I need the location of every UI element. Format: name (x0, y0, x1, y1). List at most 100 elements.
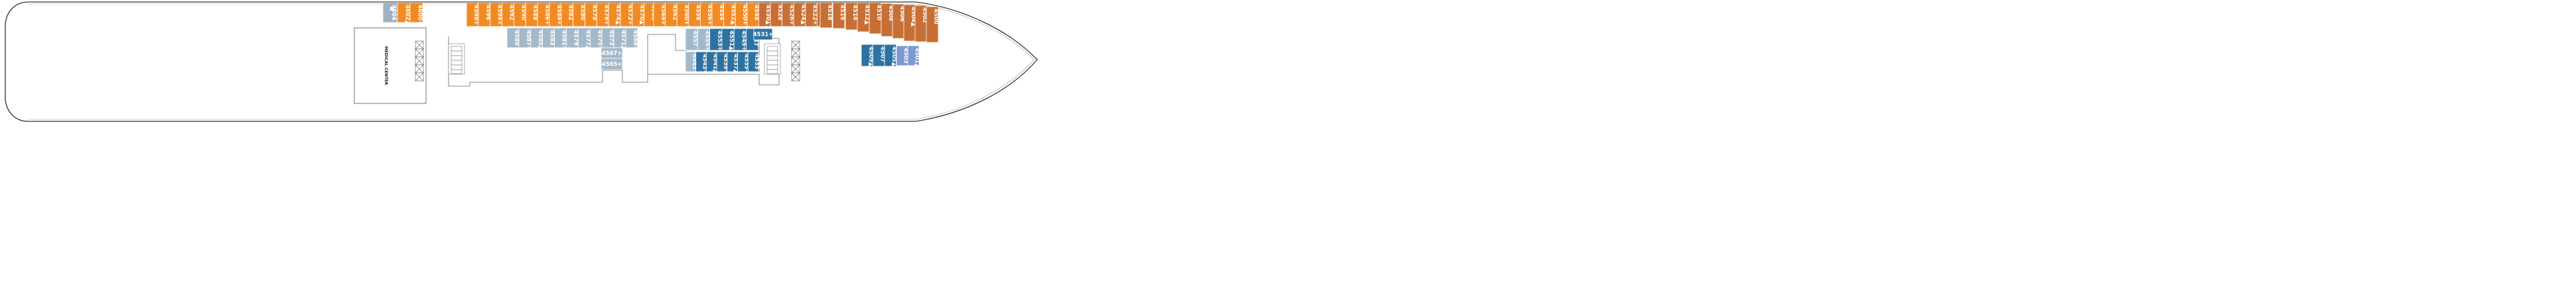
cabin-4594[interactable]: 4594+ (490, 2, 503, 27)
cabin-tile[interactable] (747, 51, 759, 72)
cabin-number: 4576+ (603, 5, 609, 25)
cabin-tile[interactable] (625, 27, 638, 48)
cabin-number: 4579 (572, 30, 579, 46)
cabin-number: 4501▲ (914, 48, 920, 68)
cabin-4577[interactable]: 4577▲ (578, 27, 591, 50)
cabin-4592[interactable]: 4592 (502, 2, 515, 27)
cabin-4531[interactable]: 4531+ (753, 28, 774, 40)
cabin-4530[interactable]: 4530▲ (758, 2, 771, 27)
cabin-number: 4598+ (472, 5, 479, 25)
cabin-4578[interactable]: 4578 (585, 2, 598, 27)
cabin-tile[interactable] (753, 28, 773, 40)
cabin-4549[interactable]: 4549+ (733, 28, 747, 51)
cabin-number: 4570▲ (638, 5, 645, 25)
cabin-4583[interactable]: 4583 (542, 27, 555, 48)
cabin-4535[interactable]: 4535+ (737, 51, 750, 74)
cabin-tile[interactable] (884, 44, 896, 67)
cabin-4575[interactable]: 4575+ (589, 27, 603, 50)
cabin-4537[interactable]: 4537▲ (727, 51, 739, 74)
cabin-4541[interactable]: 4541▲ (706, 51, 718, 74)
cabin-number: 4508 (887, 5, 894, 21)
cabin-4553[interactable]: 4553+ (709, 28, 723, 51)
cabin-4571[interactable]: 4571▲ (613, 27, 626, 50)
cabin-4543[interactable]: 4543+ (695, 51, 708, 74)
person-icon (390, 7, 394, 11)
cabin-4586[interactable]: 4586+ (537, 2, 550, 27)
cabin-4560[interactable]: 4560+ (676, 2, 689, 27)
cabin-4585[interactable]: 4585▲ (530, 27, 543, 50)
cabin-number: 4580 (579, 5, 586, 21)
cabin-4528[interactable]: 4528 (770, 2, 783, 27)
cabin-4564[interactable]: 4564+ (653, 2, 666, 27)
cabin-number: 4573 (608, 30, 614, 46)
cabin-4500[interactable]: 4500 (926, 6, 939, 43)
cabin-4548[interactable]: 4548 (747, 2, 760, 27)
cabin-4600[interactable]: 4600+ (409, 2, 423, 25)
cabin-number: 4555+ (703, 30, 710, 51)
cabin-number: 4526+ (788, 5, 794, 25)
cabin-4590[interactable]: 4590 (514, 2, 526, 27)
cabin-4569[interactable]: 4569+ (625, 27, 638, 50)
cabin-4501[interactable]: 4501▲ (907, 45, 920, 68)
cabin-4588[interactable]: 4588 (525, 2, 538, 27)
cabin-tile[interactable] (907, 45, 920, 66)
cabin-tile[interactable] (409, 2, 423, 23)
cabin-4587[interactable]: 4587+ (518, 27, 532, 50)
cabin-number: 4524▲ (800, 5, 806, 25)
cabin-4580[interactable]: 4580 (573, 2, 586, 27)
cabin-number: 4510 (875, 5, 882, 21)
cabin-tile[interactable] (926, 6, 939, 43)
stairwell-right-icon (766, 46, 778, 74)
cabin-4518[interactable]: 4518 (820, 2, 833, 29)
cabin-number: 4575+ (596, 30, 603, 50)
cabin-4506[interactable]: 4506 (892, 3, 905, 39)
cabin-4582[interactable]: 4582 (561, 2, 574, 27)
cabin-4545[interactable]: 4545 (685, 51, 697, 72)
cabin-4573[interactable]: 4573 (601, 27, 614, 48)
cabin-4555[interactable]: 4555+ (697, 28, 710, 51)
cabin-number: 4562 (671, 5, 678, 21)
cabin-number: 4560+ (683, 5, 689, 25)
cabin-4507[interactable]: 4507 (873, 44, 886, 67)
cabin-4502[interactable]: 4502 (914, 5, 928, 42)
cabin-4557[interactable]: 4557 (685, 28, 698, 51)
cabin-number: 4583 (549, 30, 555, 46)
cabin-4576[interactable]: 4576+ (596, 2, 609, 27)
cabin-4570[interactable]: 4570▲ (632, 2, 645, 27)
cabin-tile[interactable] (832, 2, 845, 29)
cabin-4503[interactable]: 4503 (896, 45, 909, 66)
cabin-number: 4537▲ (733, 54, 739, 74)
cabin-number: 4557 (691, 30, 698, 46)
cabin-number: 4516 (839, 5, 845, 21)
cabin-4552[interactable]: 4552▲ (723, 2, 737, 27)
cabin-4504[interactable]: 4504▲ (903, 4, 916, 42)
cabin-4562[interactable]: 4562 (665, 2, 678, 27)
cabin-4602[interactable]: 4602▲ (397, 2, 411, 25)
cabin-4551[interactable]: 4551▲ (721, 28, 735, 51)
cabin-4509[interactable]: 4509▲ (861, 44, 874, 67)
cabins-layer: 46044602▲4600+4598+↕4596↕4594+4592459045… (382, 2, 939, 74)
cabin-4539[interactable]: 4539+ (716, 51, 729, 74)
cabin-number: 4528 (776, 5, 783, 21)
cabin-4604[interactable]: 4604 (382, 2, 398, 23)
cabin-4514[interactable]: 4514 (845, 2, 858, 30)
cabin-4567[interactable]: 4567+ (601, 47, 623, 59)
cabin-tile[interactable] (601, 58, 623, 70)
cabin-4526[interactable]: 4526+ (782, 2, 795, 27)
cabin-4533[interactable]: 4533 (747, 51, 760, 72)
cabin-4584[interactable]: 4584+ (549, 2, 562, 27)
cabin-4579[interactable]: 4579 (566, 27, 579, 48)
cabin-4510[interactable]: 4510 (869, 2, 882, 34)
medical-center-label: MEDICAL CENTER (384, 46, 388, 86)
cabin-4505[interactable]: 4505▲ (884, 44, 897, 67)
cabin-4589[interactable]: 4589 (506, 27, 520, 48)
cabin-4581[interactable]: 4581+ (554, 27, 567, 50)
cabin-4508[interactable]: 4508 (881, 3, 894, 37)
cabin-number: 4585▲ (537, 30, 543, 50)
cabin-4558[interactable]: 4558 (688, 2, 701, 27)
cabin-4565[interactable]: 4565+ (601, 58, 623, 70)
cabin-4512[interactable]: 4512▲ (857, 2, 870, 32)
cabin-number: 4571▲ (620, 30, 626, 50)
cabin-tile[interactable] (820, 2, 833, 29)
cabin-4516[interactable]: 4516 (832, 2, 845, 29)
